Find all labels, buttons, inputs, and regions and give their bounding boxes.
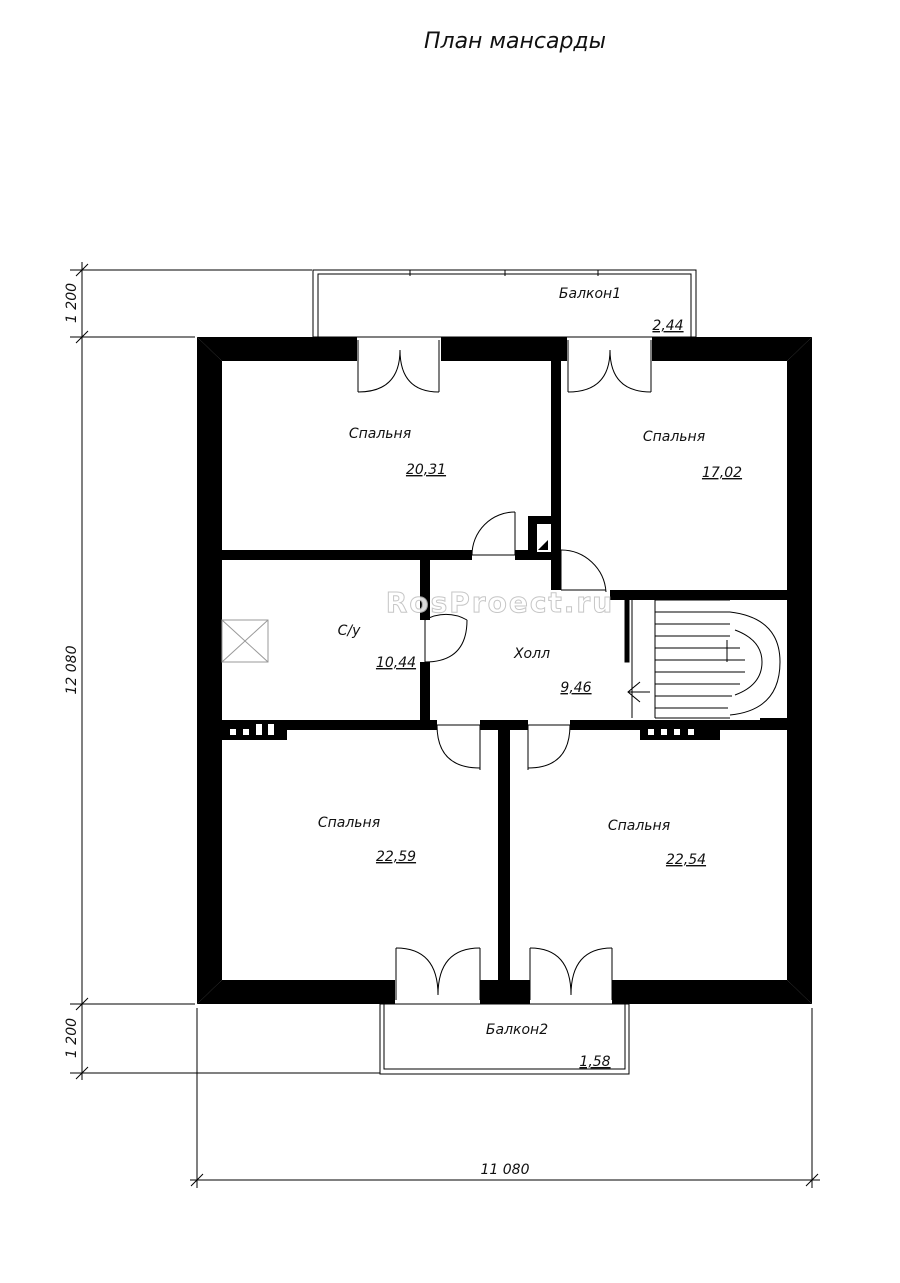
dimension-lines [70,262,820,1188]
room-area-balcony-2: 1,58 [579,1054,610,1070]
inner-walls [222,361,787,980]
balcony-1 [312,269,697,338]
shower-tray [221,619,269,663]
room-area-bedroom-4: 22,54 [666,852,706,868]
room-name-hall: Холл [513,646,550,662]
dim-width: 11 080 [481,1162,530,1178]
room-name-balcony-2: Балкон2 [486,1022,548,1038]
room-name-bedroom-1: Спальня [349,426,411,442]
room-name-bedroom-3: Спальня [318,815,380,831]
room-name-bedroom-4: Спальня [608,818,670,834]
dim-bottom-balcony: 1 200 [64,1018,80,1058]
staircase [624,599,781,719]
room-area-bedroom-3: 22,59 [376,849,416,865]
room-area-bedroom-2: 17,02 [702,465,742,481]
dim-top-balcony: 1 200 [64,283,80,323]
outer-walls [197,337,812,1004]
watermark-text: RosProect.ru [386,586,614,619]
room-name-balcony-1: Балкон1 [559,286,621,302]
room-area-hall: 9,46 [560,680,591,696]
room-area-balcony-1: 2,44 [652,318,683,334]
room-name-wc: С/у [338,623,361,639]
dim-height: 12 080 [64,645,80,694]
plan-title: План мансарды [424,29,606,54]
room-name-bedroom-2: Спальня [643,429,705,445]
room-area-bedroom-1: 20,31 [406,462,446,478]
doors [357,340,652,1000]
room-area-wc: 10,44 [376,655,416,671]
